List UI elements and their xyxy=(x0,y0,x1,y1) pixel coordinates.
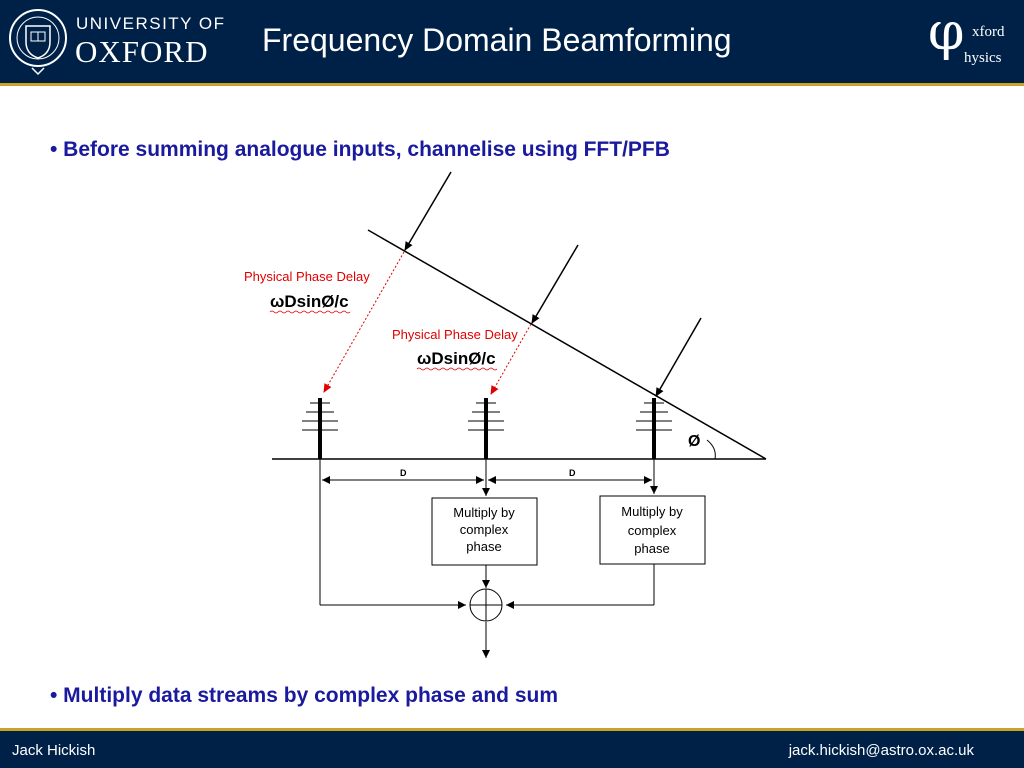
multiply-box-line3: phase xyxy=(466,539,501,554)
wavefront-line xyxy=(367,229,767,460)
angle-label: Ø xyxy=(688,433,700,450)
phase-delay-label: Physical Phase Delay xyxy=(244,269,370,284)
multiply-box: Multiply by complex phase xyxy=(599,495,706,565)
signal-path xyxy=(506,459,658,609)
phase-delay-formula: ωDsinØ/c xyxy=(417,349,496,368)
oxford-crest-icon xyxy=(9,9,67,76)
page-title: Frequency Domain Beamforming xyxy=(262,22,732,58)
bullet-channelise: • Before summing analogue inputs, channe… xyxy=(50,138,670,161)
physics-logo-line1: xford xyxy=(972,24,1005,40)
incoming-ray xyxy=(531,244,579,324)
spacing-label: D xyxy=(569,468,576,478)
multiply-box-line3: phase xyxy=(634,541,669,556)
spacing-label: D xyxy=(400,468,407,478)
oxford-wordmark: OXFORD xyxy=(75,34,209,69)
spellcheck-underline xyxy=(416,367,498,371)
incoming-ray xyxy=(404,171,452,251)
incoming-ray xyxy=(655,317,702,397)
multiply-box-line1: Multiply by xyxy=(453,505,515,520)
phi-icon: φ xyxy=(928,2,965,62)
university-label: UNIVERSITY OF xyxy=(76,14,226,33)
multiply-box-line2: complex xyxy=(460,522,509,537)
phase-delay-arrow xyxy=(490,323,532,395)
antenna-icon xyxy=(302,398,338,459)
multiply-box-line1: Multiply by xyxy=(621,504,683,519)
physics-logo-line2: hysics xyxy=(964,50,1002,66)
author-name: Jack Hickish xyxy=(12,742,96,759)
multiply-box: Multiply by complex phase xyxy=(431,497,538,566)
spellcheck-underline xyxy=(269,310,351,314)
phase-delay-arrow xyxy=(323,251,405,393)
slide-footer: Jack Hickish jack.hickish@astro.ox.ac.uk xyxy=(0,728,1024,768)
antenna-icon xyxy=(468,398,504,459)
author-email: jack.hickish@astro.ox.ac.uk xyxy=(788,742,974,759)
slide-header: UNIVERSITY OF OXFORD Frequency Domain Be… xyxy=(0,0,1024,86)
signal-path xyxy=(319,459,466,609)
phase-delay-formula: ωDsinØ/c xyxy=(270,292,349,311)
antenna-icon xyxy=(636,398,672,459)
summing-junction-icon xyxy=(469,588,503,622)
phase-delay-label: Physical Phase Delay xyxy=(392,327,518,342)
multiply-box-line2: complex xyxy=(628,523,677,538)
oxford-physics-logo: φ xford hysics xyxy=(928,2,1020,74)
bullet-multiply-sum: • Multiply data streams by complex phase… xyxy=(50,684,558,707)
